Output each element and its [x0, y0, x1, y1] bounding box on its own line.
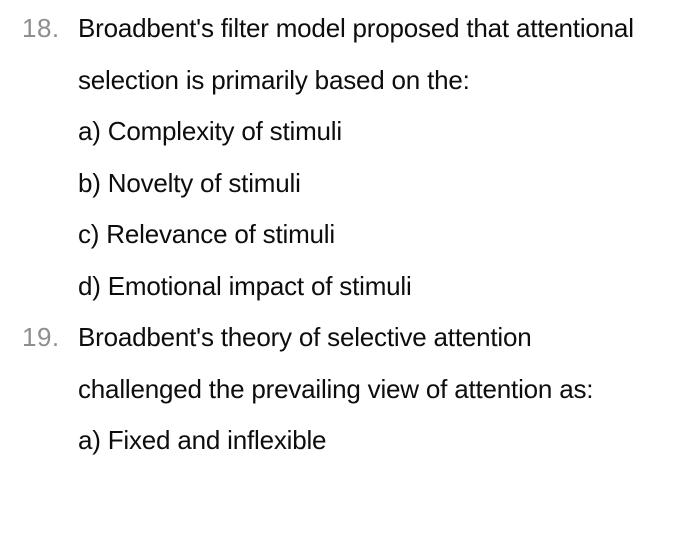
answer-options: a) Fixed and inflexible	[78, 415, 653, 467]
question-number: 18.	[22, 13, 60, 43]
question-19: 19. Broadbent's theory of selective atte…	[0, 312, 673, 467]
question-number: 19.	[22, 322, 60, 352]
answer-option-c: c) Relevance of stimuli	[78, 219, 335, 249]
answer-option-d: d) Emotional impact of stimuli	[78, 270, 412, 301]
answer-options: a) Complexity of stimuli b) Novelty of s…	[78, 106, 653, 312]
question-text: Broadbent's filter model proposed that a…	[78, 13, 634, 95]
question-text: Broadbent's theory of selective attentio…	[78, 322, 594, 404]
answer-option-a: a) Complexity of stimuli	[78, 116, 342, 146]
answer-option-b: b) Novelty of stimuli	[78, 167, 301, 198]
answer-option-a: a) Fixed and inflexible	[78, 425, 327, 455]
question-18: 18. Broadbent's filter model proposed th…	[0, 3, 673, 312]
